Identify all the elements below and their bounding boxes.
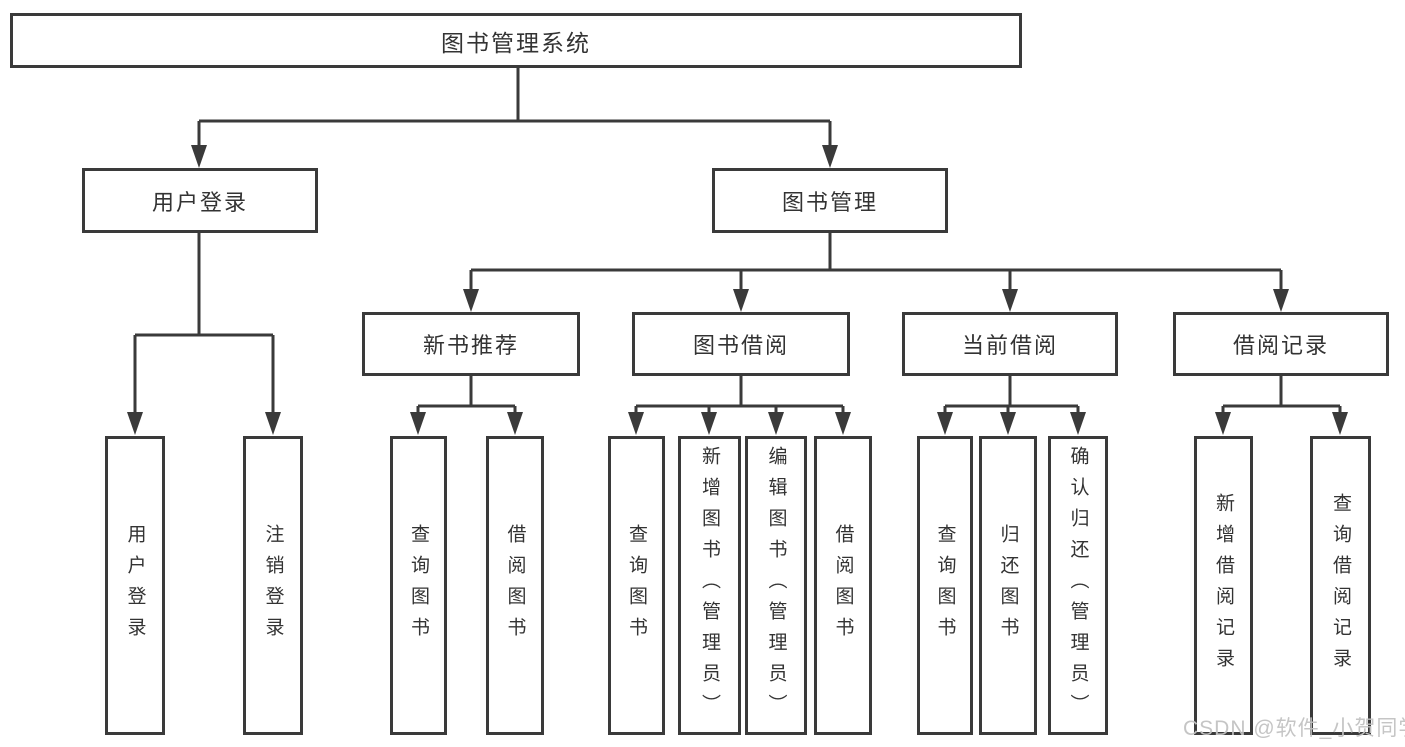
arrowhead [701,412,717,435]
node-leaf-query-books-recommend: 查询图书 [390,436,447,735]
arrowhead [822,145,838,168]
arrowhead [1215,412,1231,435]
node-book-borrowing: 图书借阅 [632,312,850,376]
node-leaf-borrow-books-borrowing: 借阅图书 [814,436,872,735]
arrowhead [1332,412,1348,435]
node-label: 当前借阅 [961,333,1058,358]
node-label: 确认归还（管理员） [1067,446,1089,725]
arrowhead [1070,412,1086,435]
node-label: 查询图书 [626,523,647,648]
node-label: 图书管理 [781,189,878,215]
node-label: 归还图书 [997,523,1019,648]
node-label: 查询借阅记录 [1330,492,1351,679]
node-label: 新增图书（管理员） [699,446,720,725]
node-book-management: 图书管理 [712,168,948,233]
watermark: CSDN @软件_小贺同学 [1183,717,1405,740]
node-leaf-user-login: 用户登录 [105,436,165,735]
arrowhead [127,412,143,435]
node-label: 用户登录 [151,189,248,215]
node-leaf-query-borrow-record: 查询借阅记录 [1310,436,1371,735]
node-leaf-logout: 注销登录 [243,436,303,735]
node-label: 图书借阅 [692,333,789,358]
node-leaf-add-books-admin: 新增图书（管理员） [678,436,741,735]
arrowhead [835,412,851,435]
node-current-borrowing: 当前借阅 [902,312,1118,376]
arrowhead [1000,412,1016,435]
node-label: 用户登录 [124,523,146,648]
node-leaf-confirm-return-admin: 确认归还（管理员） [1048,436,1108,735]
node-label: 图书管理系统 [441,29,591,56]
arrowhead [191,145,207,168]
arrowhead [1273,289,1289,312]
arrowhead [410,412,426,435]
node-label: 查询图书 [408,523,429,648]
node-leaf-query-books-current: 查询图书 [917,436,973,735]
node-library-management-system: 图书管理系统 [10,13,1022,68]
node-label: 借阅图书 [504,523,526,648]
arrowhead [937,412,953,435]
arrowhead [628,412,644,435]
arrowhead [507,412,523,435]
node-leaf-add-borrow-record: 新增借阅记录 [1194,436,1253,735]
node-label: 注销登录 [262,523,284,648]
arrowhead [733,289,749,312]
node-label: 新增借阅记录 [1213,492,1234,679]
node-label: 新书推荐 [422,333,519,358]
arrowhead [1002,289,1018,312]
node-new-book-recommendation: 新书推荐 [362,312,580,376]
node-user-login: 用户登录 [82,168,318,233]
node-label: 借阅图书 [832,523,854,648]
arrowhead [265,412,281,435]
node-borrowing-records: 借阅记录 [1173,312,1389,376]
node-leaf-borrow-books-recommend: 借阅图书 [486,436,544,735]
node-leaf-edit-books-admin: 编辑图书（管理员） [745,436,807,735]
node-leaf-query-books-borrowing: 查询图书 [608,436,665,735]
node-label: 查询图书 [934,523,956,648]
node-label: 编辑图书（管理员） [765,446,787,725]
node-label: 借阅记录 [1232,333,1329,358]
arrowhead [768,412,784,435]
arrowhead [463,289,479,312]
node-leaf-return-books: 归还图书 [979,436,1037,735]
